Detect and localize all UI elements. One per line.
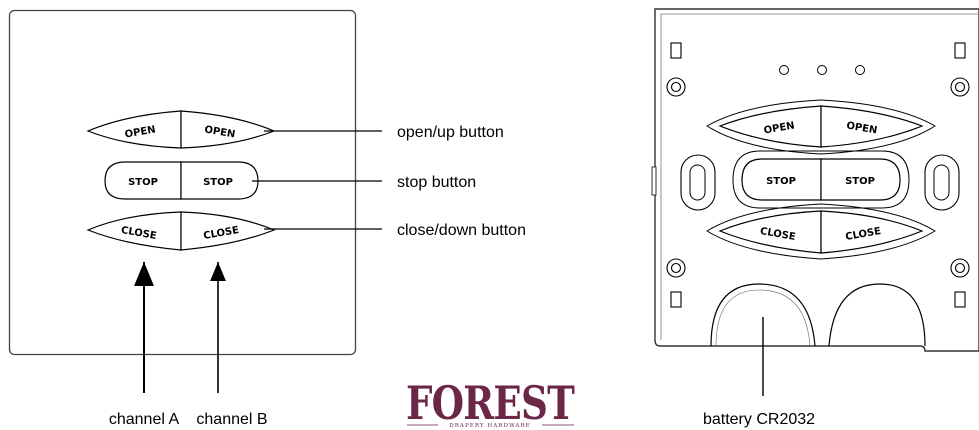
stop-callout-label: stop button: [397, 174, 476, 191]
close-button-a[interactable]: [86, 211, 182, 251]
stop-button-a[interactable]: [104, 161, 182, 200]
channel-a-label: channel A: [109, 411, 180, 428]
back-close-button-a: [718, 210, 822, 254]
close-button-b[interactable]: [180, 211, 276, 251]
back-stop-button-a-label: STOP: [766, 176, 796, 187]
logo-wordmark: FOREST: [406, 376, 575, 430]
remote-front: OPEN OPEN STOP STOP CLOSE CLOSE: [8, 9, 357, 356]
open-callout-label: open/up button: [397, 124, 504, 141]
back-stop-button-b-label: STOP: [845, 176, 875, 187]
back-stop-button-b: [820, 158, 901, 201]
battery-compartment-right: [828, 283, 926, 347]
logo-tagline: DRAPERY HARDWARE: [449, 423, 531, 429]
forest-logo: FOREST DRAPERY HARDWARE: [406, 376, 576, 430]
battery-callout-label: battery CR2032: [703, 411, 815, 428]
open-button-b-label: OPEN: [204, 124, 236, 140]
open-button-a-label: OPEN: [124, 124, 156, 140]
remote-back: OPEN OPEN STOP STOP CLOSE CLOSE: [651, 8, 979, 352]
close-callout-label: close/down button: [397, 222, 526, 239]
channel-b-label: channel B: [196, 411, 267, 428]
back-close-button-b: [820, 210, 924, 254]
battery-compartment-left: [710, 283, 816, 347]
back-open-button-a: [718, 105, 822, 148]
back-open-button-b: [820, 105, 924, 148]
open-button-a[interactable]: [86, 110, 182, 149]
back-open-button-b-label: OPEN: [846, 120, 878, 136]
back-open-button-a-label: OPEN: [763, 120, 795, 136]
stop-button-b-label: STOP: [203, 177, 233, 188]
stop-button-a-label: STOP: [128, 177, 158, 188]
back-stop-button-a: [741, 158, 822, 201]
